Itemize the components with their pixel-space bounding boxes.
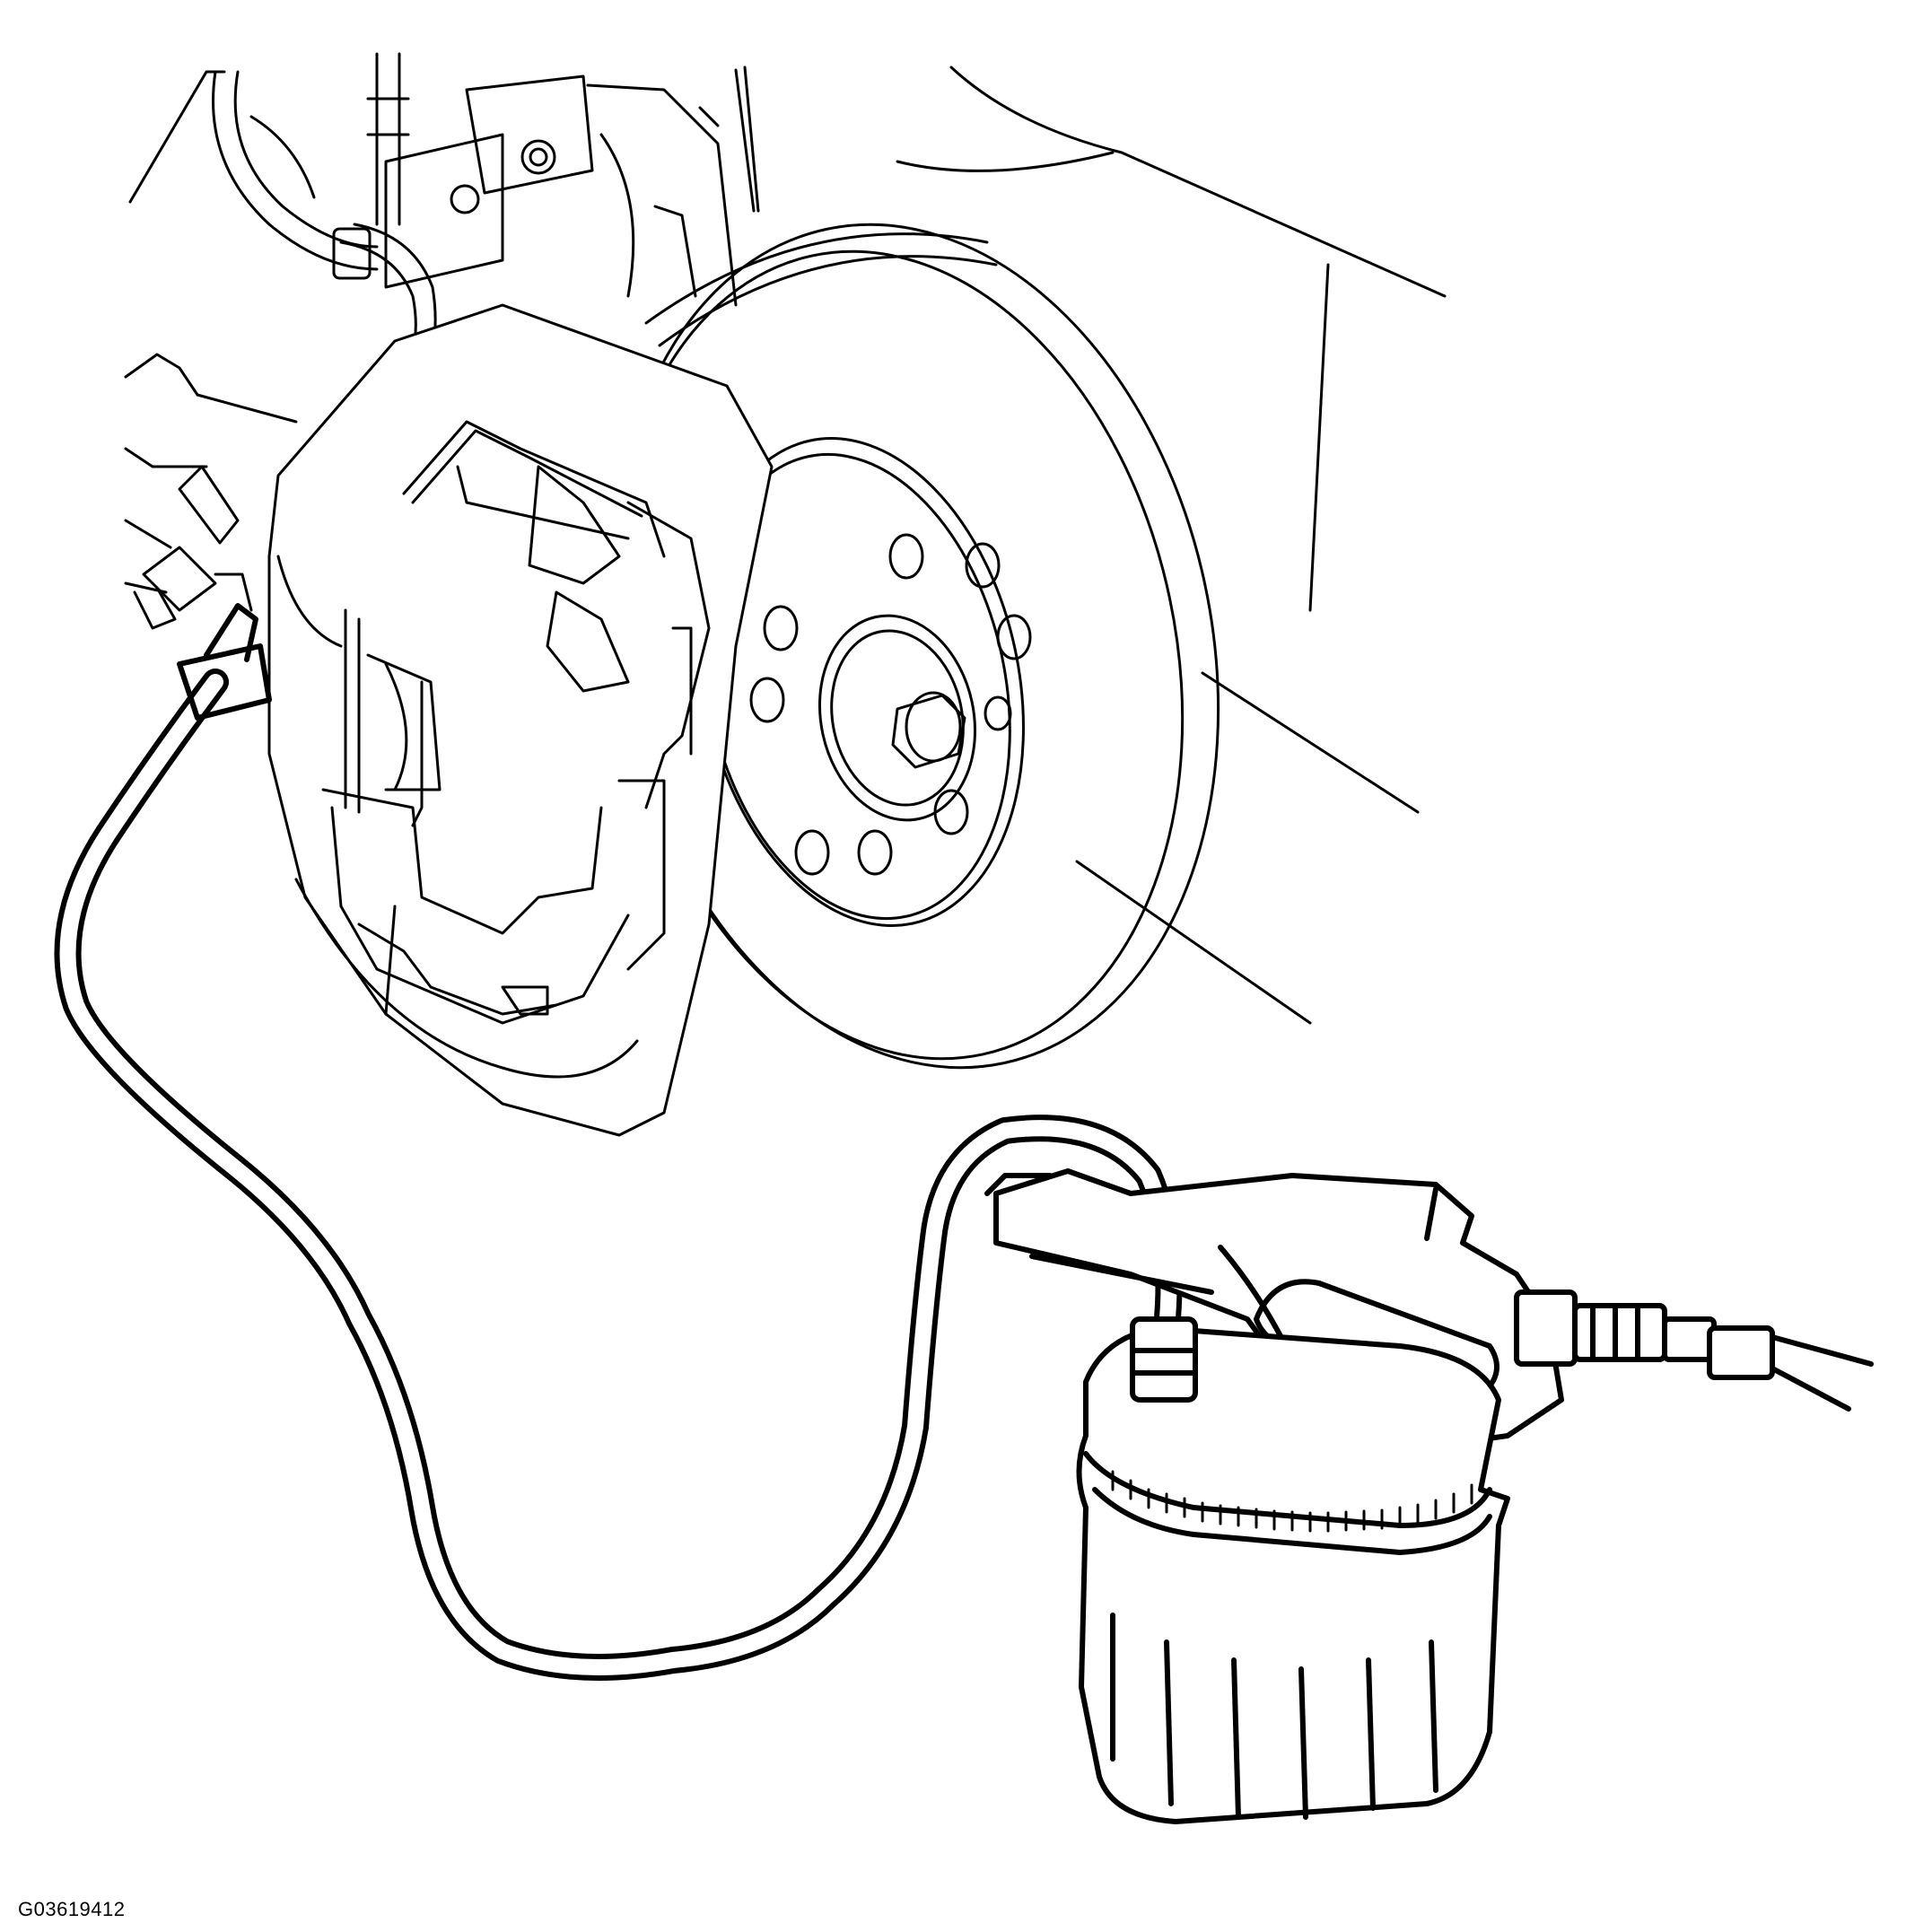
brake-caliper <box>267 303 774 1137</box>
air-supply-fittings <box>1514 1289 1874 1412</box>
bleeder-valve <box>133 465 253 630</box>
reservoir-band-ridges <box>1111 1470 1473 1533</box>
vehicle-structure <box>124 66 1447 1025</box>
reservoir-fins <box>1110 1613 1438 1820</box>
bleeder-reservoir <box>1076 1316 1510 1824</box>
lug-holes <box>749 533 1032 876</box>
figure-id-label: G03619412 <box>18 1898 126 1920</box>
hub-assembly <box>749 533 1032 876</box>
suspension-and-brake-line <box>212 52 738 383</box>
bleeder-hose <box>54 603 1183 1681</box>
